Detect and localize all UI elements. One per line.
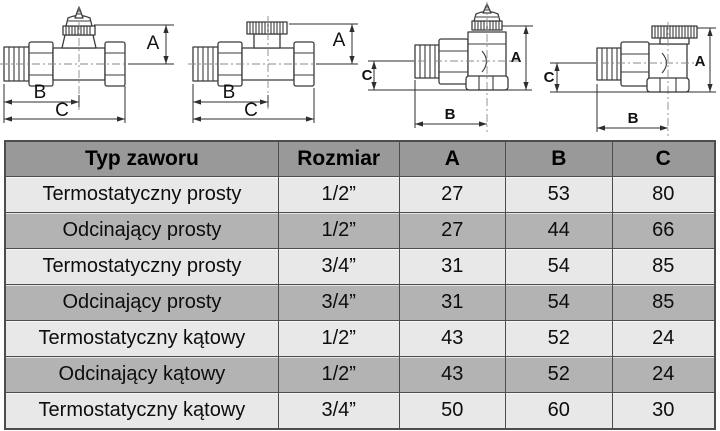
header-dim-a: A — [398, 140, 507, 177]
table-row: Odcinający kątowy 1/2” 43 52 24 — [4, 356, 716, 393]
header-dim-c: C — [611, 140, 716, 177]
dim-b-cell: 44 — [505, 212, 613, 249]
dim-b-cell: 54 — [505, 248, 613, 285]
table-row: Termostatyczny kątowy 3/4” 50 60 30 — [4, 392, 716, 430]
valve-type-cell: Termostatyczny prosty — [4, 248, 279, 285]
dim-c-label: C — [362, 67, 373, 84]
table-row: Termostatyczny kątowy 1/2” 43 52 24 — [4, 320, 716, 357]
valve-type-cell: Odcinający kątowy — [4, 356, 279, 393]
valve-type-cell: Termostatyczny kątowy — [4, 320, 279, 357]
header-dim-b: B — [505, 140, 613, 177]
valve-dimension-table: Typ zaworu Rozmiar A B C Termostatyczny … — [4, 140, 716, 430]
size-cell: 3/4” — [277, 284, 400, 321]
size-cell: 3/4” — [277, 392, 400, 430]
dim-c-label: C — [244, 100, 258, 121]
dim-b-label: B — [445, 106, 456, 123]
dim-b-cell: 54 — [505, 284, 613, 321]
dim-b-cell: 60 — [505, 392, 613, 430]
dim-b-label: B — [628, 110, 639, 127]
thermostatic-angle-valve-diagram: A C B — [362, 2, 533, 132]
valve-drawings-strip: A B C A B C — [0, 0, 720, 138]
dim-c-cell: 30 — [611, 392, 716, 430]
dim-c-cell: 66 — [611, 212, 716, 249]
dim-a-label: A — [511, 49, 522, 66]
dim-c-label: C — [55, 100, 69, 121]
shutoff-angle-valve-diagram: A C B — [544, 22, 716, 136]
header-valve-type: Typ zaworu — [4, 140, 279, 177]
dim-a-label: A — [147, 33, 160, 54]
valve-type-cell: Termostatyczny prosty — [4, 176, 279, 213]
table-row: Termostatyczny prosty 3/4” 31 54 85 — [4, 248, 716, 285]
dim-b-label: B — [34, 82, 47, 103]
size-cell: 3/4” — [277, 248, 400, 285]
valve-type-cell: Odcinający prosty — [4, 284, 279, 321]
dim-c-cell: 85 — [611, 248, 716, 285]
dim-b-cell: 52 — [505, 320, 613, 357]
dim-a-label: A — [333, 30, 346, 51]
header-size: Rozmiar — [277, 140, 400, 177]
table-row: Odcinający prosty 1/2” 27 44 66 — [4, 212, 716, 249]
table-row: Termostatyczny prosty 1/2” 27 53 80 — [4, 176, 716, 213]
dim-a-label: A — [695, 53, 706, 70]
dim-a-cell: 27 — [398, 176, 507, 213]
dim-c-cell: 85 — [611, 284, 716, 321]
size-cell: 1/2” — [277, 212, 400, 249]
dim-c-cell: 80 — [611, 176, 716, 213]
size-cell: 1/2” — [277, 356, 400, 393]
size-cell: 1/2” — [277, 320, 400, 357]
thermostatic-straight-valve-diagram: A B C — [0, 6, 174, 123]
dim-a-cell: 27 — [398, 212, 507, 249]
dim-a-cell: 31 — [398, 284, 507, 321]
table-header-row: Typ zaworu Rozmiar A B C — [4, 140, 716, 177]
table-row: Odcinający prosty 3/4” 31 54 85 — [4, 284, 716, 321]
dim-c-cell: 24 — [611, 320, 716, 357]
dim-b-cell: 53 — [505, 176, 613, 213]
dim-b-cell: 52 — [505, 356, 613, 393]
shutoff-straight-valve-diagram: A B C — [188, 16, 358, 123]
dim-b-label: B — [223, 82, 236, 103]
valve-type-cell: Termostatyczny kątowy — [4, 392, 279, 430]
dim-a-cell: 50 — [398, 392, 507, 430]
dim-a-cell: 31 — [398, 248, 507, 285]
dim-c-cell: 24 — [611, 356, 716, 393]
dim-c-label: C — [544, 69, 555, 86]
dim-a-cell: 43 — [398, 356, 507, 393]
size-cell: 1/2” — [277, 176, 400, 213]
dim-a-cell: 43 — [398, 320, 507, 357]
valve-type-cell: Odcinający prosty — [4, 212, 279, 249]
